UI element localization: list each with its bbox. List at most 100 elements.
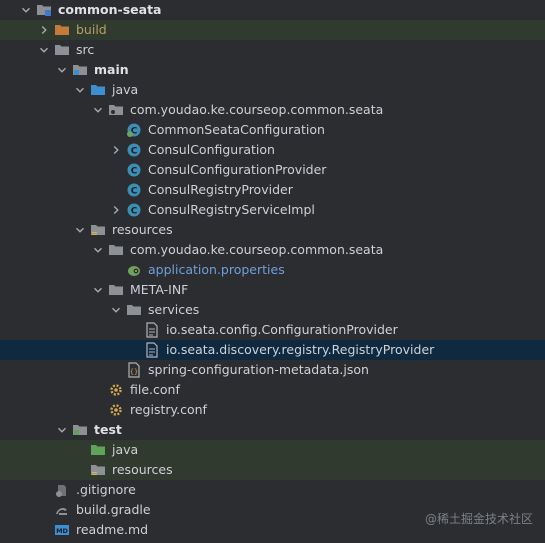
svg-text:C: C xyxy=(131,187,138,197)
tree-item-label: resources xyxy=(112,222,173,237)
tree-item-label: application.properties xyxy=(148,262,285,277)
json-file-icon: {} xyxy=(126,362,142,378)
tree-row[interactable]: test xyxy=(0,420,545,440)
tree-item-label: test xyxy=(94,422,122,437)
tree-item-label: ConsulRegistryProvider xyxy=(148,182,293,197)
text-file-icon xyxy=(144,342,160,358)
chevron-down-icon[interactable] xyxy=(92,240,104,260)
tree-row[interactable]: application.properties xyxy=(0,260,545,280)
tree-row[interactable]: META-INF xyxy=(0,280,545,300)
class-icon: C xyxy=(126,142,142,158)
tree-item-label: file.conf xyxy=(130,382,180,397)
tree-row[interactable]: com.youdao.ke.courseop.common.seata xyxy=(0,240,545,260)
chevron-right-icon[interactable] xyxy=(38,20,50,40)
chevron-down-icon[interactable] xyxy=(110,300,122,320)
tree-item-label: java xyxy=(112,442,139,457)
tree-item-label: build xyxy=(76,22,107,37)
tree-row[interactable]: build.gradle xyxy=(0,500,545,520)
tree-item-label: services xyxy=(148,302,200,317)
tree-item-label: common-seata xyxy=(58,2,162,17)
test-source-folder-icon xyxy=(90,442,106,458)
folder-icon xyxy=(108,282,124,298)
test-root-folder-icon xyxy=(72,422,88,438)
tree-row[interactable]: registry.conf xyxy=(0,400,545,420)
tree-item-label: readme.md xyxy=(76,522,149,537)
tree-row[interactable]: build xyxy=(0,20,545,40)
svg-text:C: C xyxy=(131,127,138,137)
excluded-folder-icon xyxy=(54,22,70,38)
tree-row[interactable]: com.youdao.ke.courseop.common.seata xyxy=(0,100,545,120)
tree-row[interactable]: C ConsulRegistryProvider xyxy=(0,180,545,200)
properties-file-icon xyxy=(126,262,142,278)
gradle-file-icon xyxy=(54,502,70,518)
chevron-right-icon[interactable] xyxy=(110,200,122,220)
config-file-icon xyxy=(108,402,124,418)
tree-item-label: spring-configuration-metadata.json xyxy=(148,362,369,377)
gitignore-file-icon xyxy=(54,482,70,498)
markdown-file-icon: MD xyxy=(54,522,70,538)
tree-item-label: io.seata.discovery.registry.RegistryProv… xyxy=(166,342,435,357)
tree-row[interactable]: .gitignore xyxy=(0,480,545,500)
chevron-down-icon[interactable] xyxy=(92,280,104,300)
svg-text:{}: {} xyxy=(130,368,138,376)
folder-icon xyxy=(126,302,142,318)
tree-row[interactable]: java xyxy=(0,80,545,100)
spring-config-class-icon: C xyxy=(126,122,142,138)
tree-item-label: .gitignore xyxy=(76,482,136,497)
class-icon: C xyxy=(126,182,142,198)
source-root-folder-icon xyxy=(72,62,88,78)
tree-row[interactable]: io.seata.config.ConfigurationProvider xyxy=(0,320,545,340)
class-icon: C xyxy=(126,162,142,178)
watermark: @稀土掘金技术社区 xyxy=(424,512,533,526)
tree-row[interactable]: C ConsulRegistryServiceImpl xyxy=(0,200,545,220)
tree-row[interactable]: io.seata.discovery.registry.RegistryProv… xyxy=(0,340,545,360)
tree-row[interactable]: common-seata xyxy=(0,0,545,20)
tree-row[interactable]: resources xyxy=(0,220,545,240)
tree-item-label: io.seata.config.ConfigurationProvider xyxy=(166,322,398,337)
tree-row[interactable]: services xyxy=(0,300,545,320)
folder-icon xyxy=(54,42,70,58)
tree-row[interactable]: C ConsulConfiguration xyxy=(0,140,545,160)
tree-row[interactable]: C CommonSeataConfiguration xyxy=(0,120,545,140)
class-icon: C xyxy=(126,202,142,218)
tree-item-label: resources xyxy=(112,462,173,477)
chevron-down-icon[interactable] xyxy=(92,100,104,120)
tree-item-label: main xyxy=(94,62,129,77)
tree-row[interactable]: resources xyxy=(0,460,545,480)
config-file-icon xyxy=(108,382,124,398)
svg-text:MD: MD xyxy=(56,527,68,535)
tree-row[interactable]: {} spring-configuration-metadata.json xyxy=(0,360,545,380)
package-icon xyxy=(108,102,124,118)
folder-icon xyxy=(108,242,124,258)
chevron-down-icon[interactable] xyxy=(38,40,50,60)
tree-item-label: ConsulConfiguration xyxy=(148,142,275,157)
tree-row[interactable]: java xyxy=(0,440,545,460)
tree-row[interactable]: MD readme.md xyxy=(0,520,545,540)
tree-item-label: registry.conf xyxy=(130,402,207,417)
tree-row[interactable]: src xyxy=(0,40,545,60)
source-folder-icon xyxy=(90,82,106,98)
tree-item-label: build.gradle xyxy=(76,502,151,517)
chevron-down-icon[interactable] xyxy=(74,220,86,240)
tree-item-label: ConsulRegistryServiceImpl xyxy=(148,202,315,217)
resources-folder-icon xyxy=(90,462,106,478)
tree-item-label: java xyxy=(112,82,139,97)
svg-text:C: C xyxy=(131,147,138,157)
tree-row[interactable]: file.conf xyxy=(0,380,545,400)
svg-text:C: C xyxy=(131,167,138,177)
chevron-down-icon[interactable] xyxy=(74,80,86,100)
resources-folder-icon xyxy=(90,222,106,238)
tree-item-label: com.youdao.ke.courseop.common.seata xyxy=(130,102,384,117)
chevron-down-icon[interactable] xyxy=(56,60,68,80)
tree-row[interactable]: main xyxy=(0,60,545,80)
tree-item-label: com.youdao.ke.courseop.common.seata xyxy=(130,242,384,257)
chevron-down-icon[interactable] xyxy=(56,420,68,440)
text-file-icon xyxy=(144,322,160,338)
chevron-right-icon[interactable] xyxy=(110,140,122,160)
tree-item-label: CommonSeataConfiguration xyxy=(148,122,325,137)
tree-item-label: src xyxy=(76,42,95,57)
chevron-down-icon[interactable] xyxy=(20,0,32,20)
svg-text:C: C xyxy=(131,207,138,217)
